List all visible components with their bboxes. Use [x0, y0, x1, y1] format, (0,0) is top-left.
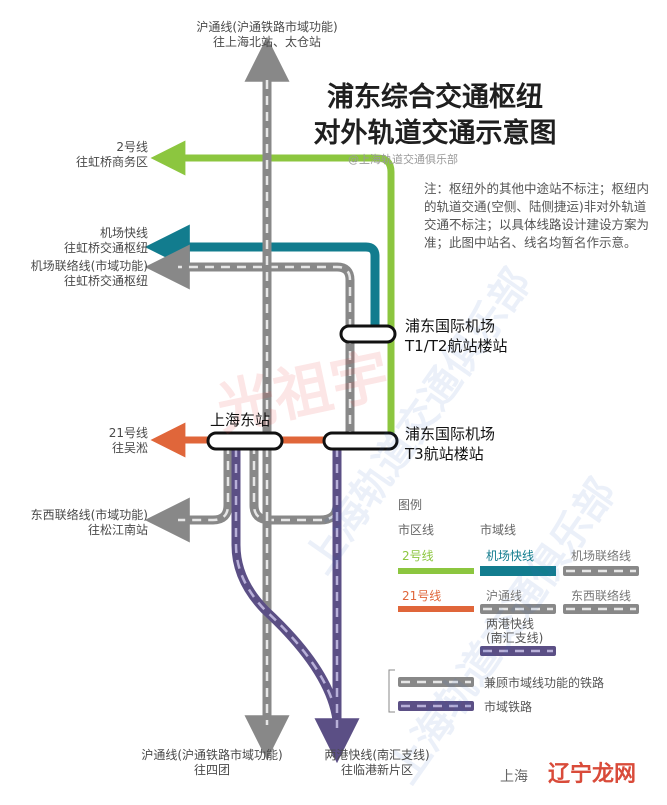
route-label-lianggang-dest: 往临港新片区 [340, 763, 413, 777]
legend-label-airport-express: 机场快线 [486, 549, 535, 563]
legend-label-suburban-rail: 市域铁路 [484, 700, 533, 714]
station-t3 [322, 431, 399, 451]
legend-label-line2: 2号线 [402, 549, 434, 563]
route-label-top-north-dest: 往上海北站、太仓站 [212, 35, 321, 49]
east-t3-connector-dash [252, 445, 339, 522]
route-label-airport-express-name: 机场快线 [99, 226, 148, 240]
route-label-bottom-south-name: 沪通线(沪通铁路市域功能) [141, 748, 283, 762]
legend-swatch-line2 [398, 568, 474, 574]
route-label-lianggang-name: 两港快线(南汇支线) [324, 748, 430, 762]
station-name-t3-line2: T3航站楼站 [405, 445, 484, 463]
route-label-line21-dest: 往吴淞 [111, 441, 148, 455]
east-west-route-dash [178, 445, 230, 522]
route-label-line21: 21号线 往吴淞 [20, 426, 148, 456]
route-label-line2-dest: 往虹桥商务区 [75, 155, 148, 169]
route-label-east-west-dest: 往松江南站 [87, 523, 148, 537]
footer-logo: 辽宁龙网 [548, 762, 637, 787]
route-label-top-north: 沪通线(沪通铁路市域功能) 往上海北站、太仓站 [167, 20, 367, 50]
legend-swatch-line21 [398, 606, 474, 612]
route-label-airport-link-name: 机场联络线(市域功能) [30, 259, 148, 273]
airport-express-route [144, 224, 380, 330]
legend-label-lianggang: 两港快线 (南汇支线) [486, 617, 543, 645]
legend-label-railway: 兼顾市域线功能的铁路 [484, 676, 605, 690]
station-name-t1t2-line1: 浦东国际机场 [405, 317, 496, 335]
legend-bracket [388, 669, 395, 713]
title-line-2: 对外轨道交通示意图 [313, 118, 557, 149]
legend-label-east-west: 东西联络线 [571, 589, 632, 603]
route-label-line21-name: 21号线 [108, 426, 148, 440]
diagram-title: 浦东综合交通枢纽 对外轨道交通示意图 [300, 80, 570, 152]
legend-label-lianggang-2: (南汇支线) [486, 631, 544, 645]
legend-urban-heading: 市区线 [398, 523, 435, 537]
station-name-t1t2: 浦东国际机场 T1/T2航站楼站 [405, 316, 507, 356]
legend-label-line21: 21号线 [402, 589, 442, 603]
route-label-airport-link: 机场联络线(市域功能) 往虹桥交通枢纽 [4, 259, 148, 289]
route-label-line2: 2号线 往虹桥商务区 [20, 140, 148, 170]
credit-text: @上海轨道交通俱乐部 [348, 153, 458, 166]
route-label-lianggang: 两港快线(南汇支线) 往临港新片区 [302, 748, 452, 778]
east-west-route [144, 445, 233, 543]
station-shanghai-east [206, 431, 284, 451]
legend-label-airport-link: 机场联络线 [571, 549, 632, 563]
route-label-airport-link-dest: 往虹桥交通枢纽 [63, 274, 148, 288]
legend-suburban-heading: 市域线 [480, 523, 517, 537]
route-label-east-west: 东西联络线(市域功能) 往松江南站 [4, 508, 148, 538]
route-label-top-north-name: 沪通线(沪通铁路市域功能) [196, 20, 338, 34]
station-name-t3: 浦东国际机场 T3航站楼站 [405, 424, 495, 464]
legend-label-hutong: 沪通线 [486, 589, 523, 603]
airport-link-route-dash [178, 265, 352, 440]
note-text: 注：枢纽外的其他中途站不标注；枢纽内的轨道交通(空侧、陆侧捷运)非对外轨道交通不… [424, 181, 650, 250]
lianggang-route-a-dash [234, 448, 339, 721]
legend-swatch-airport-express [480, 566, 556, 576]
station-name-t3-line1: 浦东国际机场 [405, 425, 496, 443]
legend-label-lianggang-1: 两港快线 [486, 617, 535, 631]
title-line-1: 浦东综合交通枢纽 [327, 82, 543, 113]
route-label-airport-express-dest: 往虹桥交通枢纽 [63, 241, 148, 255]
footer-text: 上海 [500, 769, 528, 785]
station-t1t2 [339, 324, 397, 344]
legend-swatches [388, 566, 639, 713]
route-label-east-west-name: 东西联络线(市域功能) [30, 508, 148, 522]
legend-title: 图例 [398, 498, 423, 512]
route-label-line2-name: 2号线 [116, 140, 148, 154]
route-label-bottom-south: 沪通线(沪通铁路市域功能) 往四团 [127, 748, 297, 778]
route-label-bottom-south-dest: 往四团 [193, 763, 230, 777]
route-label-airport-express: 机场快线 往虹桥交通枢纽 [10, 226, 148, 256]
station-name-shanghai-east: 上海东站 [210, 411, 271, 429]
station-name-t1t2-line2: T1/T2航站楼站 [405, 337, 508, 355]
